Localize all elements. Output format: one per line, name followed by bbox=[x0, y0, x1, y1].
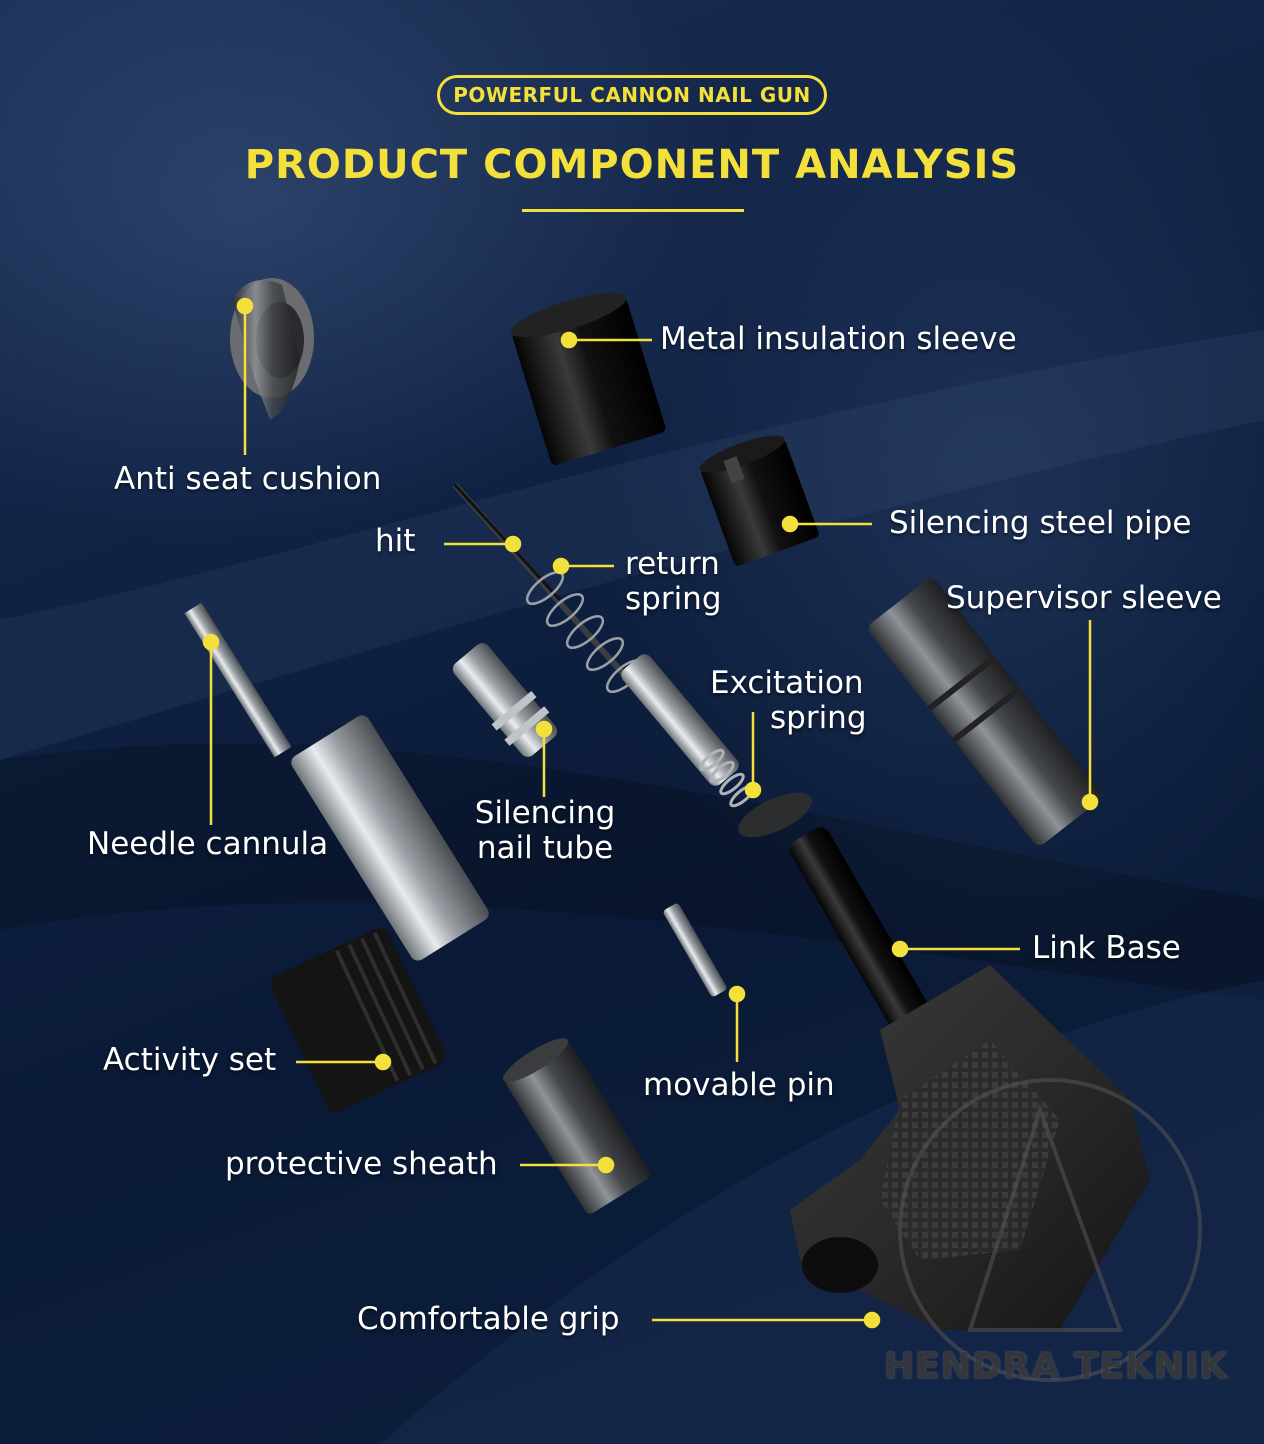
excitation-spring-part bbox=[621, 654, 755, 808]
page-title: PRODUCT COMPONENT ANALYSIS bbox=[244, 142, 1020, 188]
silencing-nail-tube-part bbox=[452, 643, 558, 757]
label-silencing-nail-tube-line2: nail tube bbox=[476, 830, 614, 866]
watermark-text: HENDRA TEKNIK bbox=[884, 1346, 1229, 1387]
label-hit: hit bbox=[375, 523, 416, 559]
label-silencing-steel-pipe: Silencing steel pipe bbox=[889, 505, 1192, 541]
link-base-part bbox=[738, 792, 931, 1033]
label-metal-insulation-sleeve: Metal insulation sleeve bbox=[660, 321, 1017, 357]
supervisor-sleeve-part bbox=[868, 579, 1102, 845]
label-activity-set: Activity set bbox=[103, 1042, 277, 1078]
protective-sheath-part bbox=[502, 1038, 651, 1214]
label-excitation-spring-line2: spring bbox=[770, 700, 867, 736]
label-supervisor-sleeve: Supervisor sleeve bbox=[946, 580, 1222, 616]
header-tag: POWERFUL CANNON NAIL GUN bbox=[437, 75, 827, 115]
label-link-base: Link Base bbox=[1032, 930, 1181, 966]
label-movable-pin: movable pin bbox=[643, 1067, 835, 1103]
title-underline bbox=[522, 209, 744, 212]
label-anti-seat-cushion: Anti seat cushion bbox=[114, 461, 382, 497]
label-return-spring-line2: spring bbox=[625, 581, 722, 617]
movable-pin-part bbox=[663, 903, 727, 997]
activity-set-part bbox=[270, 927, 446, 1113]
label-needle-cannula: Needle cannula bbox=[87, 826, 329, 862]
label-return-spring-line1: return bbox=[625, 546, 720, 582]
label-comfortable-grip: Comfortable grip bbox=[357, 1301, 620, 1337]
anti-seat-cushion-part bbox=[230, 278, 314, 420]
label-silencing-nail-tube-line1: Silencing bbox=[474, 795, 616, 831]
label-excitation-spring-line1: Excitation bbox=[710, 665, 864, 701]
silencing-steel-pipe-part bbox=[699, 435, 819, 566]
watermark-emblem bbox=[898, 1078, 1202, 1382]
label-protective-sheath: protective sheath bbox=[225, 1146, 498, 1182]
comfortable-grip-part bbox=[790, 965, 1150, 1330]
header-tag-text: POWERFUL CANNON NAIL GUN bbox=[453, 83, 811, 107]
